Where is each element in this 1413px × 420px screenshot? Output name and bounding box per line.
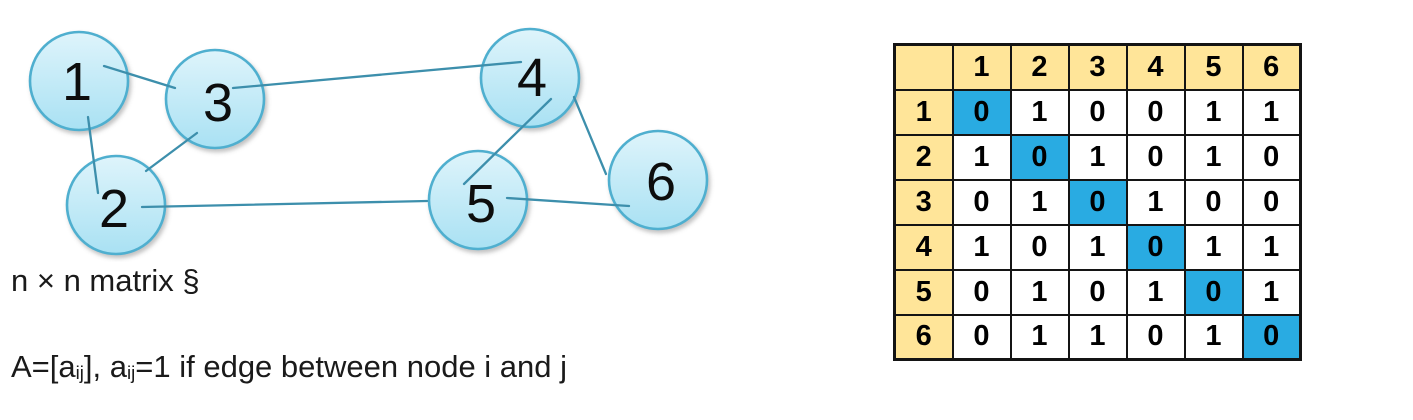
- cell-5-2: 1: [1009, 268, 1070, 316]
- cell-1-6: 1: [1241, 88, 1302, 136]
- cell-3-3: 0: [1067, 178, 1128, 226]
- cell-4-6: 1: [1241, 223, 1302, 271]
- matrix-size-label: n × n matrix §: [11, 263, 200, 298]
- cell-3-1: 0: [951, 178, 1012, 226]
- col-header-6: 6: [1241, 43, 1302, 91]
- formula-subscript: ij: [127, 362, 136, 384]
- edge-5-6: [505, 196, 631, 208]
- edge-3-4: [231, 60, 523, 90]
- cell-4-4: 0: [1125, 223, 1186, 271]
- col-header-1: 1: [951, 43, 1012, 91]
- corner-cell: [893, 43, 954, 91]
- matrix-row-1: 1 0 1 0 0 1 1: [893, 88, 1302, 136]
- matrix-row-6: 6 0 1 1 0 1 0: [893, 313, 1302, 361]
- row-header-5: 5: [893, 268, 954, 316]
- col-header-3: 3: [1067, 43, 1128, 91]
- cell-1-1: 0: [951, 88, 1012, 136]
- node-2-label: 2: [99, 179, 129, 239]
- formula-subscript: ij: [75, 362, 84, 384]
- cell-6-4: 0: [1125, 313, 1186, 361]
- cell-6-3: 1: [1067, 313, 1128, 361]
- cell-2-3: 1: [1067, 133, 1128, 181]
- graph-nodes: 1 2 3 4 5 6: [28, 27, 709, 256]
- node-3-label: 3: [203, 73, 233, 133]
- row-header-1: 1: [893, 88, 954, 136]
- cell-2-5: 1: [1183, 133, 1244, 181]
- cell-4-2: 0: [1009, 223, 1070, 271]
- cell-3-2: 1: [1009, 178, 1070, 226]
- matrix-header-row: 1 2 3 4 5 6: [893, 43, 1302, 91]
- col-header-2: 2: [1009, 43, 1070, 91]
- edge-4-5: [462, 97, 553, 186]
- cell-5-6: 1: [1241, 268, 1302, 316]
- cell-2-4: 0: [1125, 133, 1186, 181]
- cell-6-5: 1: [1183, 313, 1244, 361]
- edge-1-3: [102, 64, 177, 90]
- row-header-4: 4: [893, 223, 954, 271]
- cell-2-6: 0: [1241, 133, 1302, 181]
- cell-4-1: 1: [951, 223, 1012, 271]
- cell-3-5: 0: [1183, 178, 1244, 226]
- node-4-circle: [479, 27, 581, 129]
- cell-3-4: 1: [1125, 178, 1186, 226]
- adjacency-formula: A=[aij], aij=1 if edge between node i an…: [11, 349, 567, 385]
- edge-1-2: [86, 115, 100, 195]
- cell-5-3: 0: [1067, 268, 1128, 316]
- cell-6-6: 0: [1241, 313, 1302, 361]
- row-header-2: 2: [893, 133, 954, 181]
- graph-node-6: 6: [607, 129, 709, 231]
- matrix-row-2: 2 1 0 1 0 1 0: [893, 133, 1302, 181]
- edge-2-5: [140, 199, 429, 209]
- cell-6-1: 0: [951, 313, 1012, 361]
- graph-edges: [86, 60, 631, 209]
- adjacency-matrix: 1 2 3 4 5 6 1 0 1 0 0 1 1 2 1 0 1 0 1 0 …: [893, 43, 1302, 361]
- edge-4-6: [572, 95, 608, 176]
- graph-node-5: 5: [427, 149, 529, 251]
- node-6-label: 6: [646, 152, 676, 212]
- cell-1-4: 0: [1125, 88, 1186, 136]
- row-header-6: 6: [893, 313, 954, 361]
- cell-3-6: 0: [1241, 178, 1302, 226]
- graph-canvas: 1 2 3 4 5 6: [28, 27, 709, 256]
- formula-segment: =1 if edge between node i and j: [135, 349, 568, 384]
- row-header-3: 3: [893, 178, 954, 226]
- graph-node-1: 1: [28, 30, 130, 132]
- matrix-row-3: 3 0 1 0 1 0 0: [893, 178, 1302, 226]
- graph-node-3: 3: [164, 48, 266, 150]
- node-2-circle: [65, 154, 167, 256]
- formula-segment: A=[a: [11, 349, 76, 384]
- node-5-label: 5: [466, 174, 496, 234]
- node-1-label: 1: [62, 52, 92, 112]
- node-3-circle: [164, 48, 266, 150]
- matrix-row-5: 5 0 1 0 1 0 1: [893, 268, 1302, 316]
- col-header-4: 4: [1125, 43, 1186, 91]
- cell-5-4: 1: [1125, 268, 1186, 316]
- graph-node-2: 2: [65, 154, 167, 256]
- cell-4-5: 1: [1183, 223, 1244, 271]
- col-header-5: 5: [1183, 43, 1244, 91]
- cell-5-5: 0: [1183, 268, 1244, 316]
- cell-1-3: 0: [1067, 88, 1128, 136]
- cell-1-2: 1: [1009, 88, 1070, 136]
- edge-2-3: [144, 131, 199, 173]
- cell-4-3: 1: [1067, 223, 1128, 271]
- graph-node-4: 4: [479, 27, 581, 129]
- cell-2-1: 1: [951, 133, 1012, 181]
- node-4-label: 4: [517, 48, 547, 108]
- matrix-row-4: 4 1 0 1 0 1 1: [893, 223, 1302, 271]
- cell-5-1: 0: [951, 268, 1012, 316]
- formula-segment: ], a: [83, 349, 127, 384]
- cell-1-5: 1: [1183, 88, 1244, 136]
- cell-2-2: 0: [1009, 133, 1070, 181]
- node-6-circle: [607, 129, 709, 231]
- cell-6-2: 1: [1009, 313, 1070, 361]
- node-1-circle: [28, 30, 130, 132]
